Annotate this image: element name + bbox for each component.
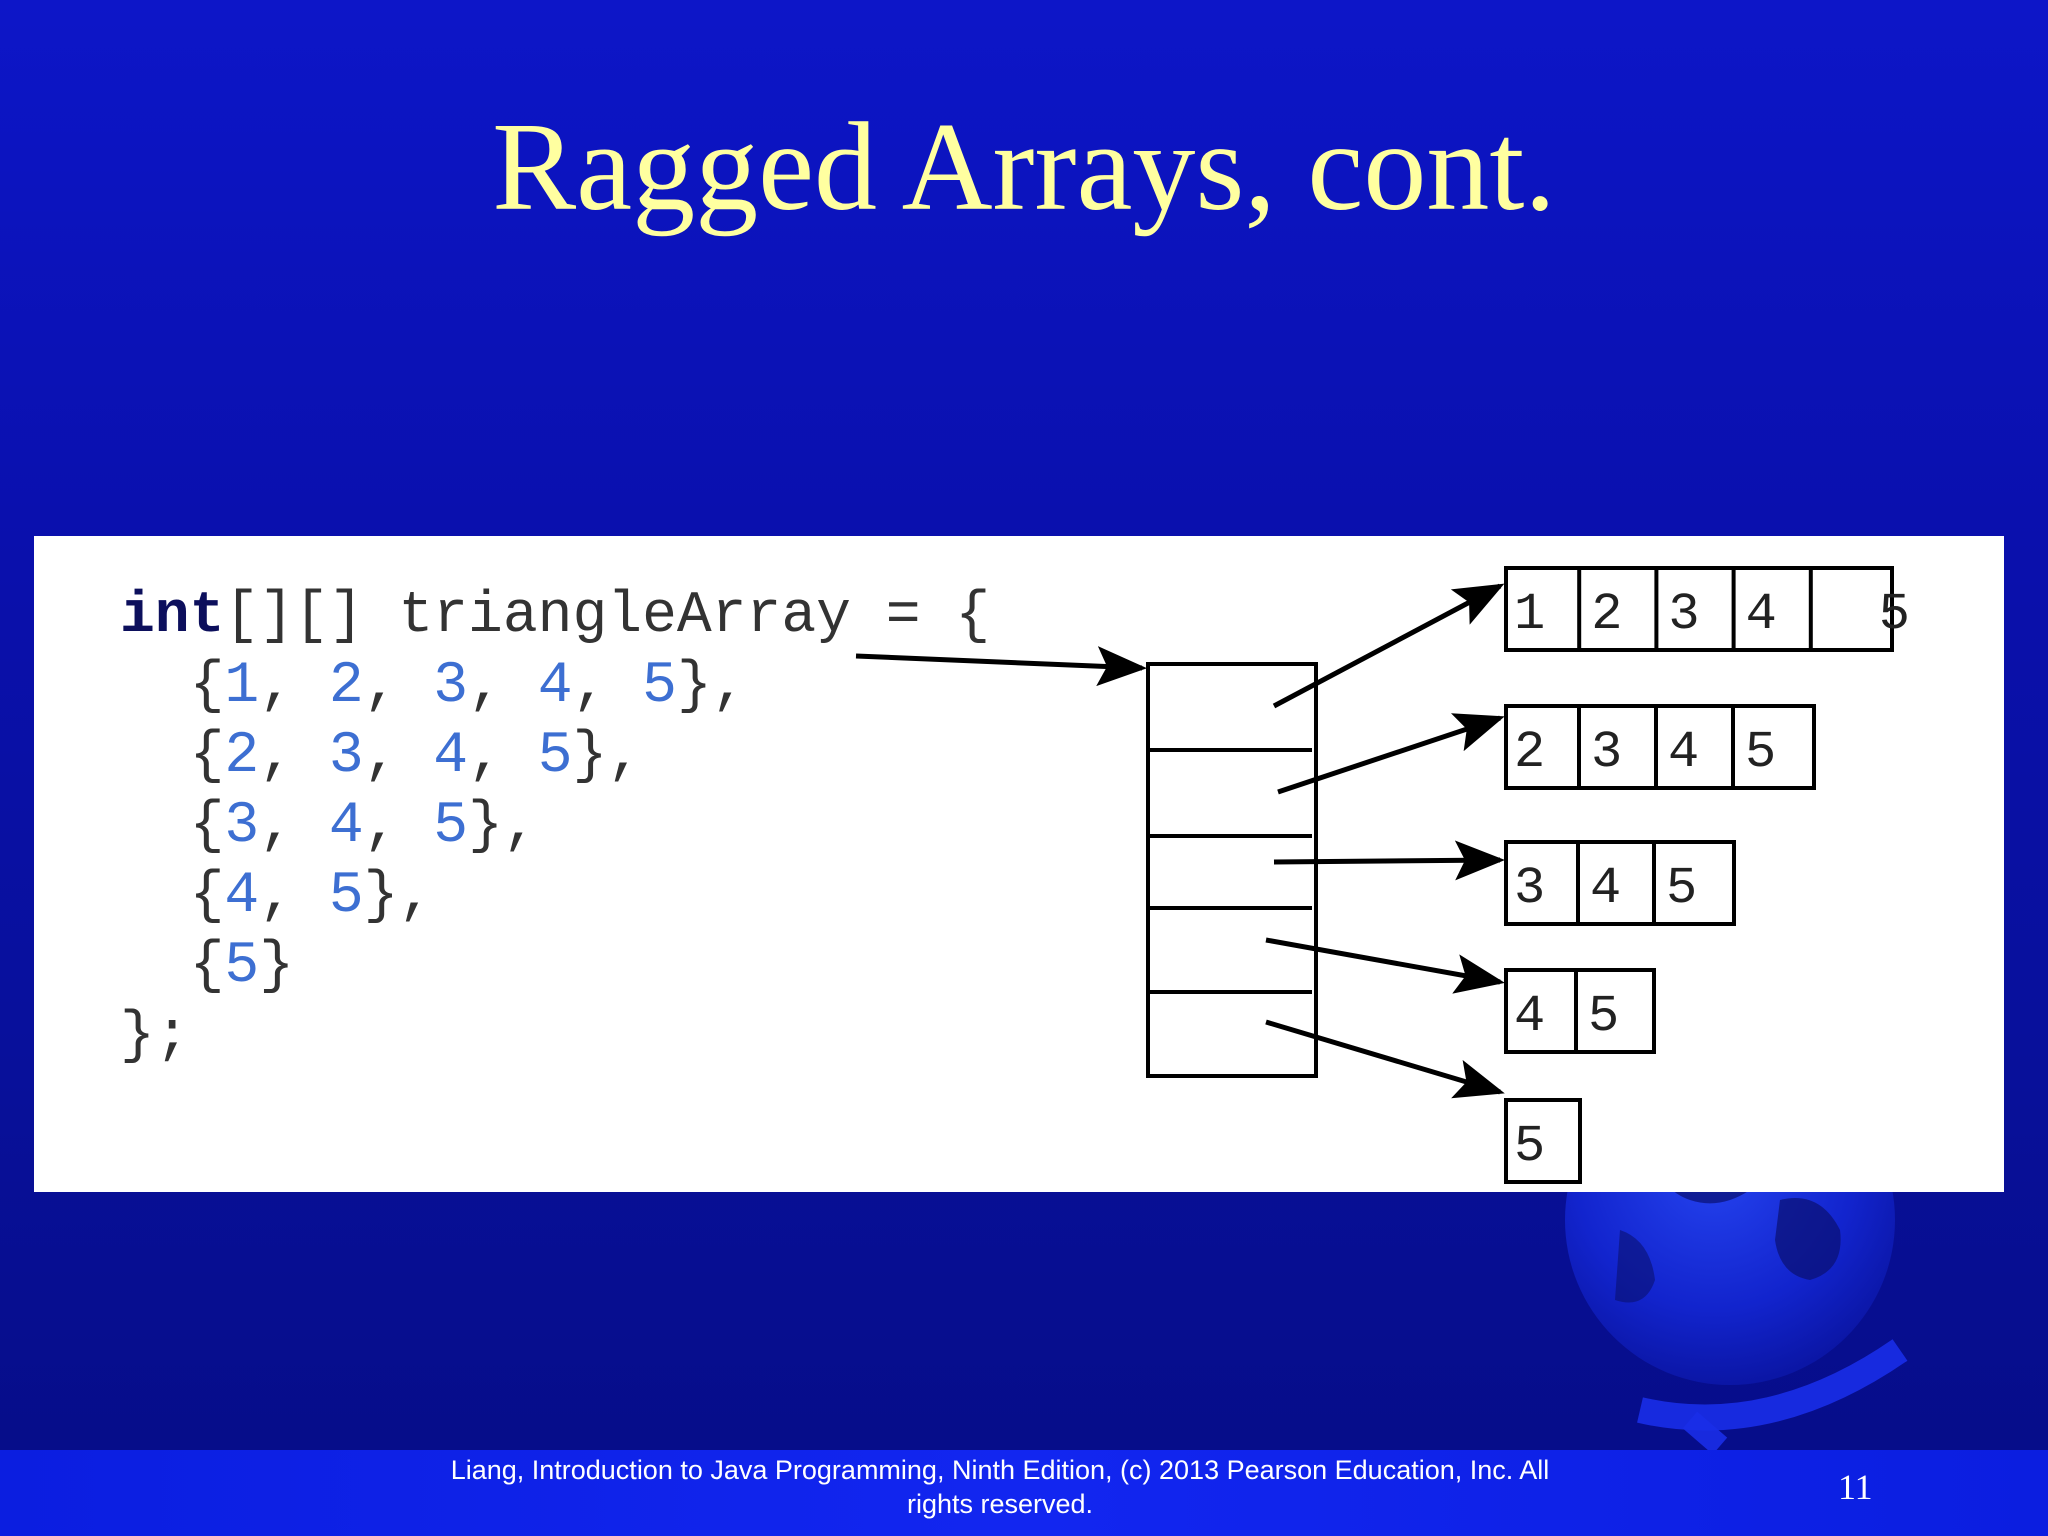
- code-number: 3: [328, 724, 364, 789]
- array-cell-value: 2: [1591, 585, 1622, 644]
- array-cell-value: 5: [1588, 987, 1619, 1046]
- page-number: 11: [1838, 1467, 1873, 1507]
- array-cell-value: 3: [1591, 723, 1622, 782]
- array-cell-value: 4: [1746, 585, 1777, 644]
- code-number: 5: [433, 794, 469, 859]
- code-number: 5: [224, 934, 260, 999]
- footer-bar: [0, 1450, 2048, 1536]
- row-pointer-arrow: [1265, 1019, 1505, 1099]
- array-cell-value: 5: [1514, 1117, 1545, 1176]
- code-keyword: int: [120, 584, 225, 649]
- reference-arrow: [855, 646, 1147, 687]
- row-pointer-arrow: [1273, 840, 1505, 881]
- code-number: 5: [642, 654, 677, 719]
- code-number: 3: [433, 654, 469, 719]
- array-cell-value: 5: [1666, 859, 1697, 918]
- array-cell-value: 4: [1514, 987, 1545, 1046]
- code-declaration-line: int[][] triangleArray = {: [120, 584, 990, 649]
- array-cell-value: 4: [1668, 723, 1699, 782]
- code-row-line: {1, 2, 3, 4, 5},: [120, 654, 747, 719]
- outer-array-box: [1146, 662, 1318, 1078]
- code-number: 4: [433, 724, 469, 789]
- code-closing: };: [120, 1004, 190, 1069]
- code-number: 2: [224, 724, 260, 789]
- row-array-box: [1504, 704, 1816, 790]
- row-pointer-arrow: [1272, 583, 1505, 709]
- code-number: 3: [224, 794, 260, 859]
- code-number: 4: [537, 654, 573, 719]
- array-cell-value: 3: [1514, 859, 1545, 918]
- code-block: int[][] triangleArray = { {1, 2, 3, 4, 5…: [120, 582, 990, 1072]
- row-array-box: [1504, 840, 1736, 926]
- code-declaration: [][] triangleArray = {: [224, 584, 991, 649]
- content-panel: int[][] triangleArray = { {1, 2, 3, 4, 5…: [34, 536, 2004, 1192]
- array-cell-value: 3: [1668, 585, 1699, 644]
- code-number: 5: [537, 724, 573, 789]
- slide-title: Ragged Arrays, cont.: [492, 98, 1556, 237]
- code-row-line: {5}: [120, 934, 295, 999]
- code-number: 5: [328, 864, 364, 929]
- array-cell-value: 1: [1514, 585, 1545, 644]
- row-pointer-arrow: [1277, 713, 1505, 795]
- row-array-box: [1504, 566, 1894, 652]
- row-array-box: [1504, 968, 1656, 1054]
- array-cell-value: 5: [1879, 585, 1910, 644]
- code-number: 2: [328, 654, 364, 719]
- footer-line-1: Liang, Introduction to Java Programming,…: [450, 1455, 1550, 1485]
- footer-line-2: rights reserved.: [906, 1489, 1094, 1519]
- code-number: 4: [328, 794, 364, 859]
- footer-copyright: Liang, Introduction to Java Programming,…: [400, 1453, 1600, 1521]
- code-row-line: {2, 3, 4, 5},: [120, 724, 643, 789]
- code-number: 4: [224, 864, 260, 929]
- array-cell-value: 2: [1514, 723, 1545, 782]
- code-row-line: {4, 5},: [120, 864, 434, 929]
- array-cell-value: 4: [1590, 859, 1621, 918]
- row-array-box: [1504, 1098, 1582, 1184]
- row-pointer-arrow: [1265, 937, 1505, 994]
- array-cell-value: 5: [1745, 723, 1776, 782]
- code-row-line: {3, 4, 5},: [120, 794, 538, 859]
- code-number: 1: [224, 654, 260, 719]
